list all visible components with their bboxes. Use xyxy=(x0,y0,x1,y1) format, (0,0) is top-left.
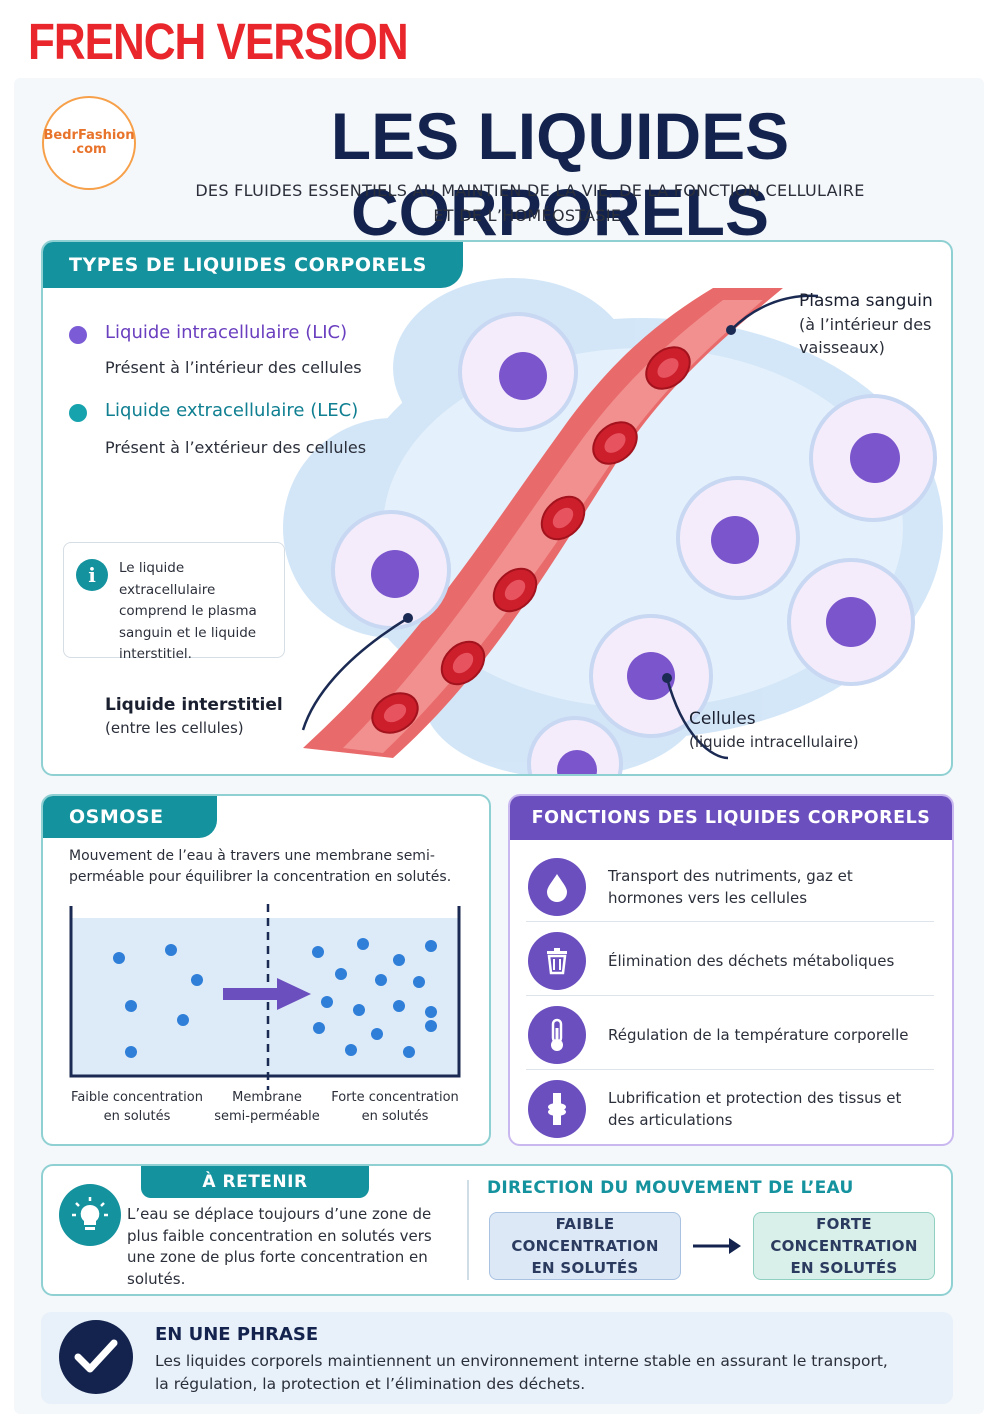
osmosis-heading: OSMOSE xyxy=(43,796,217,838)
brand-logo: BedrFashion .com xyxy=(42,96,136,190)
types-heading: TYPES DE LIQUIDES CORPORELS xyxy=(43,242,463,288)
direction-heading: DIRECTION DU MOUVEMENT DE L’EAU xyxy=(487,1178,854,1198)
lic-dot xyxy=(69,326,87,344)
box-line: FORTE CONCENTRATION xyxy=(770,1215,918,1255)
label-line: en solutés xyxy=(103,1109,171,1124)
high-concentration-label: Forte concentration en solutés xyxy=(329,1088,461,1126)
functions-heading: FONCTIONS DES LIQUIDES CORPORELS xyxy=(510,796,952,840)
interstitial-subtitle: (entre les cellules) xyxy=(105,719,244,737)
label-line: Forte concentration xyxy=(331,1090,459,1105)
lec-label: Liquide extracellulaire (LEC) xyxy=(105,400,359,421)
info-box: i Le liquide extracellulaire comprend le… xyxy=(63,542,285,662)
language-banner: FRENCH VERSION xyxy=(28,14,409,71)
remember-text: L’eau se déplace toujours d’une zone de … xyxy=(127,1205,432,1288)
page-subtitle: DES FLUIDES ESSENTIELS AU MAINTIEN DE LA… xyxy=(150,178,910,228)
page-title: LES LIQUIDES CORPORELS xyxy=(330,99,790,249)
cells-title: Cellules xyxy=(689,709,756,729)
function-text: Élimination des déchets métaboliques xyxy=(608,952,895,970)
lec-dot xyxy=(69,404,87,422)
membrane-label: Membrane semi-perméable xyxy=(211,1088,323,1126)
logo-text: BedrFashion xyxy=(43,128,135,143)
plasma-label: Plasma sanguin (à l’intérieur des vaisse… xyxy=(799,290,933,359)
interstitial-label: Liquide interstitiel (entre les cellules… xyxy=(105,694,283,740)
checkmark-icon xyxy=(59,1320,133,1394)
subtitle-line: ET DE L’HOMÉOSTASIE. xyxy=(433,206,627,225)
summary-line: Les liquides corporels maintiennent un e… xyxy=(155,1352,888,1370)
arrow-right-icon xyxy=(693,1238,741,1254)
lic-label: Liquide intracellulaire (LIC) xyxy=(105,322,348,343)
lec-description: Présent à l’extérieur des cellules xyxy=(105,438,367,457)
body-fluid-illustration xyxy=(283,278,943,774)
label-line: semi-perméable xyxy=(214,1109,320,1124)
function-row: Transport des nutriments, gaz et hormone… xyxy=(526,850,934,922)
osmosis-card: OSMOSE Mouvement de l’eau à travers une … xyxy=(41,794,491,1146)
summary-text: Les liquides corporels maintiennent un e… xyxy=(155,1350,888,1396)
function-row: Régulation de la température corporelle xyxy=(526,998,934,1070)
lightbulb-icon xyxy=(59,1184,121,1246)
subtitle-line: DES FLUIDES ESSENTIELS AU MAINTIEN DE LA… xyxy=(195,181,865,200)
low-concentration-label: Faible concentration en solutés xyxy=(71,1088,203,1126)
label-line: Faible concentration xyxy=(71,1090,203,1105)
remember-heading: À RETENIR xyxy=(141,1166,369,1198)
water-drop-icon xyxy=(528,858,586,916)
cells-label: Cellules (liquide intracellulaire) xyxy=(689,708,859,754)
plasma-subtitle: (à l’intérieur des xyxy=(799,315,932,334)
osmosis-diagram xyxy=(69,904,461,1090)
box-line: EN SOLUTÉS xyxy=(531,1259,639,1277)
cells-subtitle: (liquide intracellulaire) xyxy=(689,733,859,751)
osmosis-description: Mouvement de l’eau à travers une membran… xyxy=(69,848,452,885)
joint-icon xyxy=(528,1080,586,1138)
info-icon: i xyxy=(76,559,108,591)
summary-line: la régulation, la protection et l’élimin… xyxy=(155,1375,586,1393)
high-concentration-box: FORTE CONCENTRATION EN SOLUTÉS xyxy=(753,1212,935,1280)
summary-box: EN UNE PHRASE Les liquides corporels mai… xyxy=(41,1312,953,1404)
function-row: Lubrification et protection des tissus e… xyxy=(526,1072,934,1144)
interstitial-title: Liquide interstitiel xyxy=(105,695,283,715)
thermometer-icon xyxy=(528,1006,586,1064)
function-text: Transport des nutriments, gaz et hormone… xyxy=(608,867,853,907)
lic-description: Présent à l’intérieur des cellules xyxy=(105,358,362,377)
summary-heading: EN UNE PHRASE xyxy=(155,1324,319,1345)
remember-card: À RETENIR L’eau se déplace toujours d’un… xyxy=(41,1164,953,1296)
function-text: Régulation de la température corporelle xyxy=(608,1026,909,1044)
trash-icon xyxy=(528,932,586,990)
info-text: Le liquide extracellulaire comprend le p… xyxy=(119,560,257,662)
function-text: Lubrification et protection des tissus e… xyxy=(608,1089,902,1129)
box-line: FAIBLE CONCENTRATION xyxy=(511,1215,659,1255)
label-line: Membrane xyxy=(232,1090,302,1105)
function-row: Élimination des déchets métaboliques xyxy=(526,924,934,996)
plasma-subtitle: vaisseaux) xyxy=(799,338,885,357)
plasma-title: Plasma sanguin xyxy=(799,291,933,311)
label-line: en solutés xyxy=(361,1109,429,1124)
types-card: TYPES DE LIQUIDES CORPORELS xyxy=(41,240,953,776)
functions-card: FONCTIONS DES LIQUIDES CORPORELS Transpo… xyxy=(508,794,954,1146)
box-line: EN SOLUTÉS xyxy=(790,1259,898,1277)
low-concentration-box: FAIBLE CONCENTRATION EN SOLUTÉS xyxy=(489,1212,681,1280)
logo-domain: .com xyxy=(71,142,107,157)
divider xyxy=(467,1180,469,1280)
